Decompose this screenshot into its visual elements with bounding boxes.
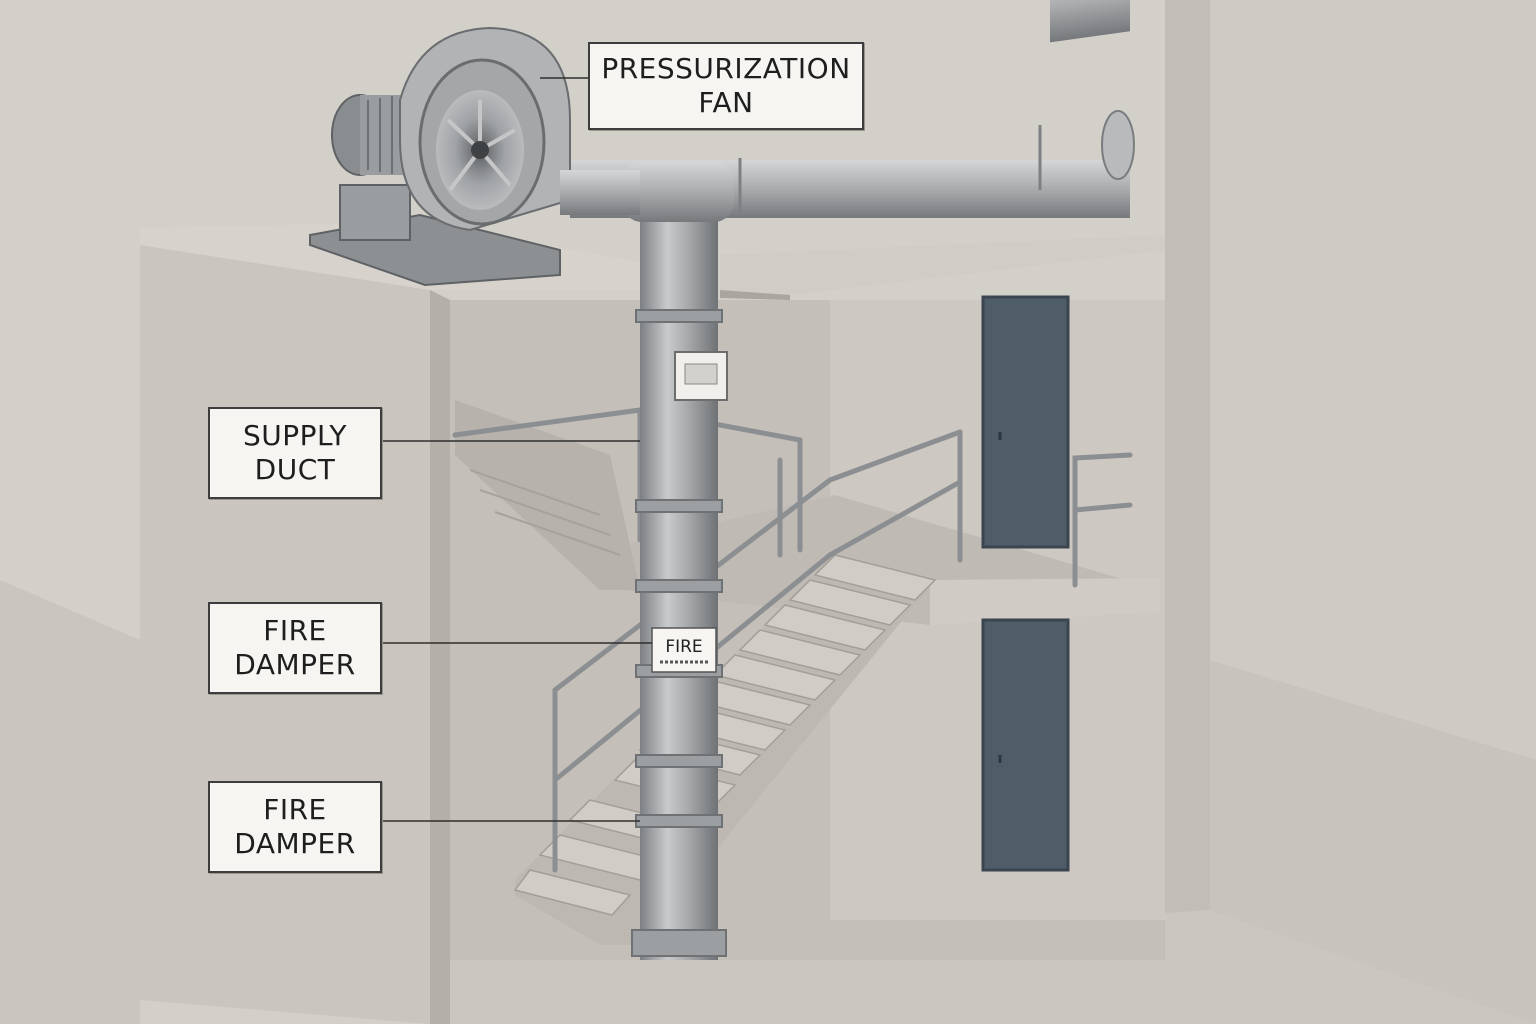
label-fire-damper-upper: FIRE DAMPER <box>208 602 382 694</box>
label-line: FAN <box>698 86 754 119</box>
leader-lines <box>382 77 652 822</box>
landing-front <box>930 578 1160 625</box>
duct-fire-tag-text: FIRE <box>665 637 702 657</box>
roof-slab-right <box>720 235 1165 295</box>
pressurization-fan <box>309 26 640 287</box>
label-line: FIRE <box>263 793 327 826</box>
label-line: DUCT <box>254 453 336 486</box>
floor-right <box>1210 660 1536 1024</box>
duct-fire-tag <box>651 627 717 673</box>
left-wall-edge <box>430 290 450 1024</box>
door-upper <box>981 295 1070 549</box>
floor-left <box>0 580 140 1024</box>
label-line: DAMPER <box>234 648 356 681</box>
label-line: SUPPLY <box>242 419 348 452</box>
duct-joints <box>631 309 727 957</box>
label-supply-duct: SUPPLY DUCT <box>208 407 382 499</box>
label-fire-damper-lower: FIRE DAMPER <box>208 781 382 873</box>
vertical-duct <box>640 175 718 960</box>
floor-front <box>440 910 1536 1024</box>
right-wall-edge <box>1165 0 1210 920</box>
door-lower <box>981 618 1070 872</box>
label-pressurization-fan: PRESSURIZATION FAN <box>588 42 864 130</box>
label-line: DAMPER <box>234 827 356 860</box>
upper-stair <box>455 400 640 590</box>
label-line: PRESSURIZATION <box>601 52 851 85</box>
label-line: FIRE <box>263 614 327 647</box>
